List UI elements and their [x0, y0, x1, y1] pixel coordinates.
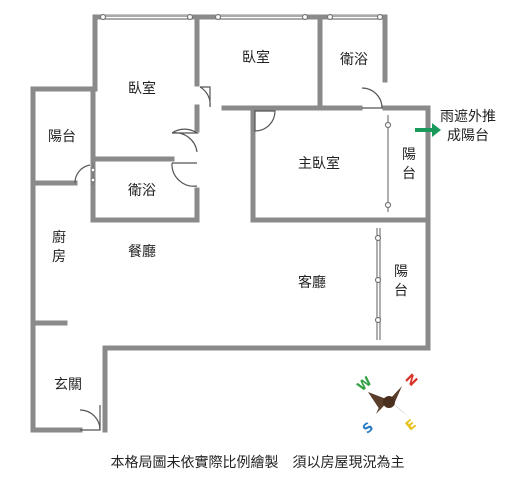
room-label-dining: 餐廳: [128, 244, 156, 260]
room-label-bathroom-2: 衛浴: [340, 52, 368, 68]
room-label-master-bedroom: 主臥室: [298, 156, 340, 172]
disclaimer-footer: 本格局圖未依實際比例繪製 須以房屋現況為主: [110, 455, 405, 471]
balcony-extension-note: 雨遮外推 成陽台: [440, 108, 496, 146]
room-label-bedroom-1: 臥室: [128, 81, 156, 97]
room-label-balcony-left: 陽台: [48, 129, 76, 145]
room-label-bedroom-2: 臥室: [242, 50, 270, 66]
room-label-bathroom-1: 衛浴: [128, 183, 156, 199]
extension-arrow: [415, 123, 441, 137]
note-line-1: 雨遮外推: [440, 109, 496, 125]
room-label-living: 客廳: [298, 275, 326, 291]
walls: [30, 14, 431, 433]
room-label-kitchen: 廚房: [52, 230, 66, 265]
doors: [74, 86, 383, 431]
compass-needle: [368, 386, 410, 418]
room-label-entrance: 玄關: [54, 377, 82, 393]
room-label-balcony-living: 陽台: [394, 264, 408, 299]
room-label-balcony-master: 陽台: [402, 147, 416, 182]
windows: [90, 13, 392, 340]
note-line-2: 成陽台: [447, 127, 489, 144]
